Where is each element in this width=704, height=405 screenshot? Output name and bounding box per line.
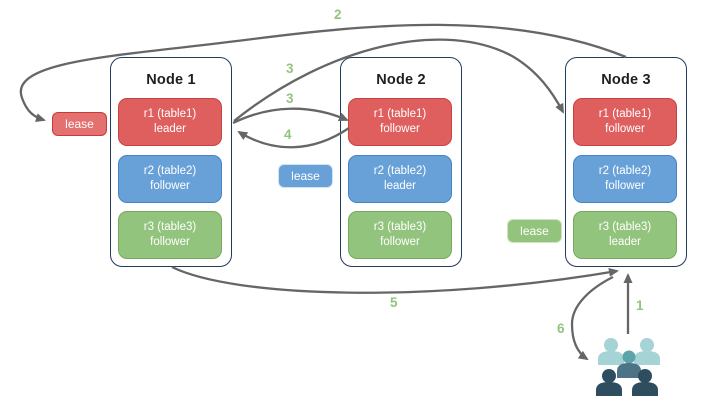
node-1-title: Node 1 <box>146 72 196 88</box>
replica-role: follower <box>380 123 420 135</box>
step-label-6: 6 <box>557 321 565 336</box>
node-3-replica-r2: r2 (table2) follower <box>573 155 677 203</box>
node-2: Node 2 r1 (table1) follower r2 (table2) … <box>340 57 462 267</box>
replica-role: follower <box>605 123 645 135</box>
step-label-3a: 3 <box>286 61 294 76</box>
node-2-title: Node 2 <box>376 72 426 88</box>
step-label-3b: 3 <box>286 91 294 106</box>
replica-role: follower <box>150 236 190 248</box>
replica-name: r1 (table1) <box>373 107 427 120</box>
replica-name: r3 (table3) <box>598 220 652 233</box>
node-2-replica-r1: r1 (table1) follower <box>348 98 452 146</box>
replica-role: leader <box>609 236 641 248</box>
node-2-replica-r2: r2 (table2) leader <box>348 155 452 203</box>
replica-name: r2 (table2) <box>373 164 427 177</box>
lease-tag-blue: lease <box>278 164 333 188</box>
replica-role: follower <box>605 180 645 192</box>
arrow-step-6 <box>570 275 614 361</box>
node-1: Node 1 r1 (table1) leader r2 (table2) fo… <box>110 57 232 267</box>
replica-name: r3 (table3) <box>373 220 427 233</box>
step-label-5: 5 <box>390 295 398 310</box>
node-3-replica-r1: r1 (table1) follower <box>573 98 677 146</box>
step-label-4: 4 <box>284 127 292 142</box>
node-1-replica-r2: r2 (table2) follower <box>118 155 222 203</box>
arrow-step-5 <box>171 265 619 294</box>
replica-name: r1 (table1) <box>143 107 197 120</box>
replica-role: follower <box>150 180 190 192</box>
arrow-step-3-to-node2 <box>232 107 349 125</box>
replica-name: r1 (table1) <box>598 107 652 120</box>
node-2-replica-r3: r3 (table3) follower <box>348 211 452 259</box>
replica-role: follower <box>380 236 420 248</box>
arrow-step-4 <box>237 127 350 149</box>
node-1-replica-r1: r1 (table1) leader <box>118 98 222 146</box>
replica-role: leader <box>154 123 186 135</box>
replica-name: r2 (table2) <box>143 164 197 177</box>
lease-tag-red: lease <box>52 112 107 136</box>
node-1-replica-r3: r3 (table3) follower <box>118 211 222 259</box>
replica-name: r3 (table3) <box>143 220 197 233</box>
step-label-2: 2 <box>334 7 342 22</box>
node-3: Node 3 r1 (table1) follower r2 (table2) … <box>565 57 687 267</box>
step-label-1: 1 <box>636 298 644 313</box>
node-3-title: Node 3 <box>601 72 651 88</box>
node-3-replica-r3: r3 (table3) leader <box>573 211 677 259</box>
users-group-icon <box>596 338 660 396</box>
lease-tag-green: lease <box>507 219 562 243</box>
replica-role: leader <box>384 180 416 192</box>
replica-name: r2 (table2) <box>598 164 652 177</box>
